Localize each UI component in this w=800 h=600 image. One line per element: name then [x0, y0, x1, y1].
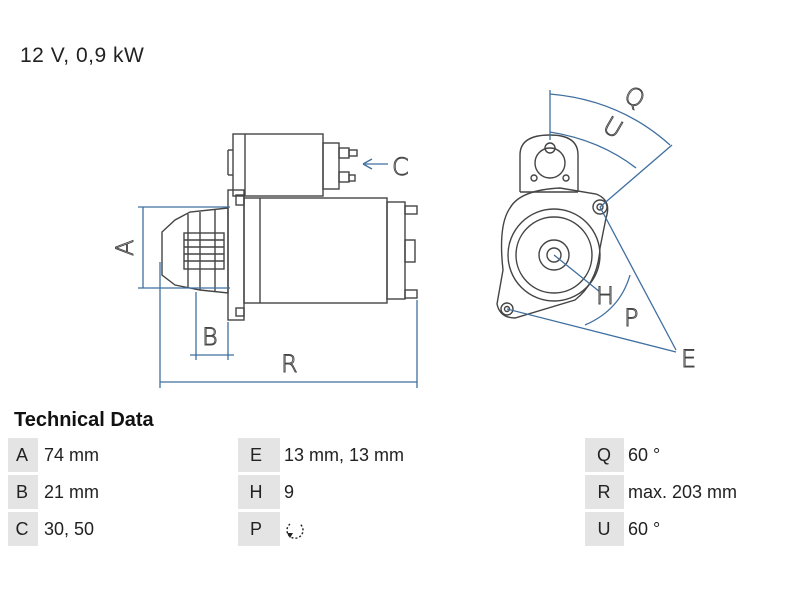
key-U: U — [597, 519, 611, 539]
label-C: C — [392, 153, 409, 181]
label-H: H — [596, 282, 614, 310]
value-A: 74 mm — [44, 445, 100, 465]
key-A: A — [15, 445, 28, 465]
key-C: C — [15, 519, 29, 539]
label-B: B — [202, 323, 218, 351]
drive-bore — [507, 208, 601, 302]
starter-motor-drawing: A B R C Q U H P E — [111, 80, 697, 388]
label-U: U — [598, 111, 627, 144]
key-R: R — [597, 482, 611, 502]
key-B: B — [15, 482, 28, 502]
label-A: A — [111, 240, 139, 256]
front-view — [496, 134, 609, 319]
label-R: R — [281, 350, 298, 378]
label-Q: Q — [619, 81, 649, 115]
value-U: 60 ° — [628, 519, 661, 539]
mounting-flange — [227, 189, 245, 321]
value-C: 30, 50 — [44, 519, 95, 539]
table-row: C 30, 50 P U 60 ° — [8, 512, 795, 546]
side-dimensions — [138, 158, 418, 388]
technical-data-table: A 74 mm E 13 mm, 13 mm Q 60 ° B 21 mm H … — [8, 438, 795, 549]
voltage-power-spec: 12 V, 0,9 kW — [20, 44, 145, 67]
mounting-plate — [496, 187, 609, 319]
motor-body — [243, 197, 388, 304]
value-P — [284, 512, 306, 546]
side-view — [161, 133, 418, 321]
table-row: B 21 mm H 9 R max. 203 mm — [8, 475, 795, 509]
key-P: P — [249, 519, 262, 539]
value-R: max. 203 mm — [628, 482, 738, 502]
key-Q: Q — [596, 445, 611, 465]
solenoid-body — [232, 133, 324, 197]
key-E: E — [249, 445, 262, 465]
value-E: 13 mm, 13 mm — [284, 445, 405, 465]
drive-housing — [161, 207, 229, 294]
pinion-gear — [183, 232, 225, 270]
label-E: E — [681, 345, 696, 373]
value-Q: 60 ° — [628, 445, 661, 465]
rotation-counterclockwise-icon — [286, 523, 304, 540]
label-P: P — [624, 304, 638, 332]
key-H: H — [249, 482, 263, 502]
value-B: 21 mm — [44, 482, 100, 502]
table-row: A 74 mm E 13 mm, 13 mm Q 60 ° — [8, 438, 795, 472]
front-dimensions — [506, 90, 677, 353]
technical-data-title: Technical Data — [14, 409, 154, 431]
value-H: 9 — [284, 482, 295, 502]
